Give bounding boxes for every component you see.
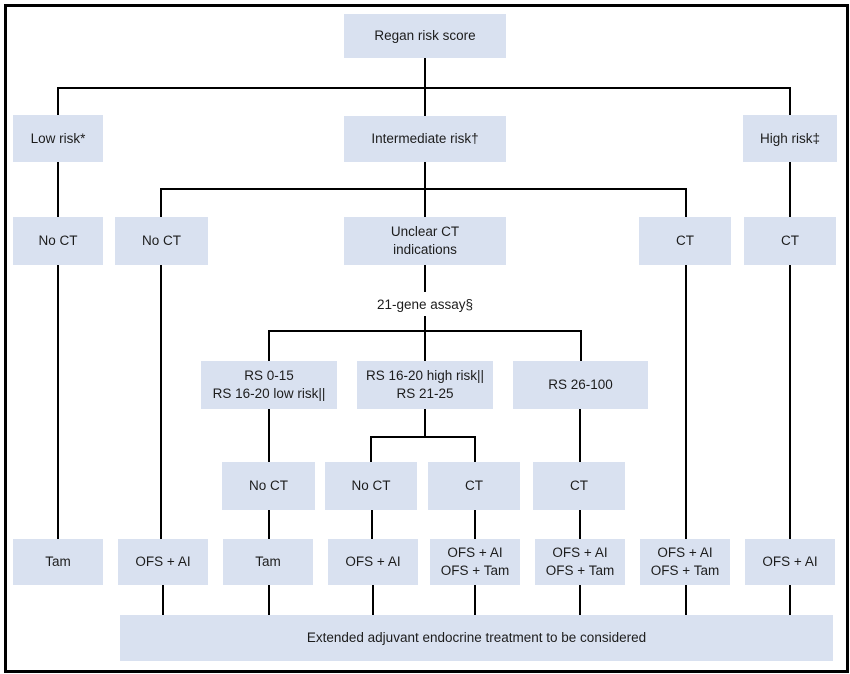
node-ct-rs3: CT <box>533 462 625 510</box>
connector <box>57 265 59 539</box>
node-ofs-ai-high: OFS + AI <box>745 539 835 585</box>
connector <box>579 510 581 539</box>
connector <box>268 330 270 361</box>
node-no-ct-low: No CT <box>13 217 103 265</box>
node-rs-0-15: RS 0-15 RS 16-20 low risk|| <box>201 361 337 409</box>
label-21-gene-assay: 21-gene assay§ <box>376 296 474 312</box>
connector <box>789 585 791 615</box>
connector <box>789 162 791 217</box>
connector <box>579 409 581 462</box>
connector <box>474 510 476 539</box>
node-low-risk: Low risk* <box>13 115 103 162</box>
connector <box>268 409 270 462</box>
connector <box>424 265 426 292</box>
node-no-ct-rs1: No CT <box>222 462 315 510</box>
node-ofs-combo-rs3: OFS + AI OFS + Tam <box>535 539 625 585</box>
connector <box>474 585 476 615</box>
connector <box>424 330 426 361</box>
node-intermediate-risk: Intermediate risk† <box>344 116 506 162</box>
outer-border <box>4 4 849 673</box>
node-ct-intermediate: CT <box>639 217 731 265</box>
connector <box>789 87 791 115</box>
node-no-ct-intermediate: No CT <box>115 217 208 265</box>
node-ofs-ai-rs2: OFS + AI <box>328 539 418 585</box>
node-tam-low: Tam <box>13 539 103 585</box>
connector <box>57 87 791 89</box>
connector <box>57 162 59 217</box>
node-tam-rs1: Tam <box>223 539 313 585</box>
node-ofs-combo-rs2: OFS + AI OFS + Tam <box>430 539 520 585</box>
connector <box>789 265 791 539</box>
node-no-ct-rs2: No CT <box>325 462 417 510</box>
connector <box>424 409 426 438</box>
connector <box>424 316 426 332</box>
connector <box>370 436 476 438</box>
connector <box>268 585 270 615</box>
connector <box>580 330 582 361</box>
node-regan-risk-score: Regan risk score <box>344 14 506 58</box>
connector <box>268 510 270 539</box>
node-ct-high: CT <box>744 217 836 265</box>
node-extended-endocrine: Extended adjuvant endocrine treatment to… <box>120 615 833 661</box>
connector <box>474 436 476 462</box>
connector <box>160 188 162 217</box>
connector <box>370 436 372 462</box>
node-ofs-ai-intermediate: OFS + AI <box>118 539 208 585</box>
node-unclear-ct-indications: Unclear CT indications <box>344 217 506 265</box>
node-ct-rs2: CT <box>428 462 520 510</box>
connector <box>162 585 164 615</box>
connector <box>685 585 687 615</box>
connector <box>160 265 162 539</box>
node-ofs-combo-ct: OFS + AI OFS + Tam <box>640 539 730 585</box>
node-rs-26-100: RS 26-100 <box>513 361 648 409</box>
connector <box>579 585 581 615</box>
connector <box>160 188 687 190</box>
connector <box>57 87 59 115</box>
connector <box>372 585 374 615</box>
node-rs-16-25: RS 16-20 high risk|| RS 21-25 <box>357 361 493 409</box>
node-high-risk: High risk‡ <box>743 115 837 162</box>
connector <box>685 265 687 539</box>
connector <box>371 510 373 539</box>
connector <box>685 188 687 217</box>
